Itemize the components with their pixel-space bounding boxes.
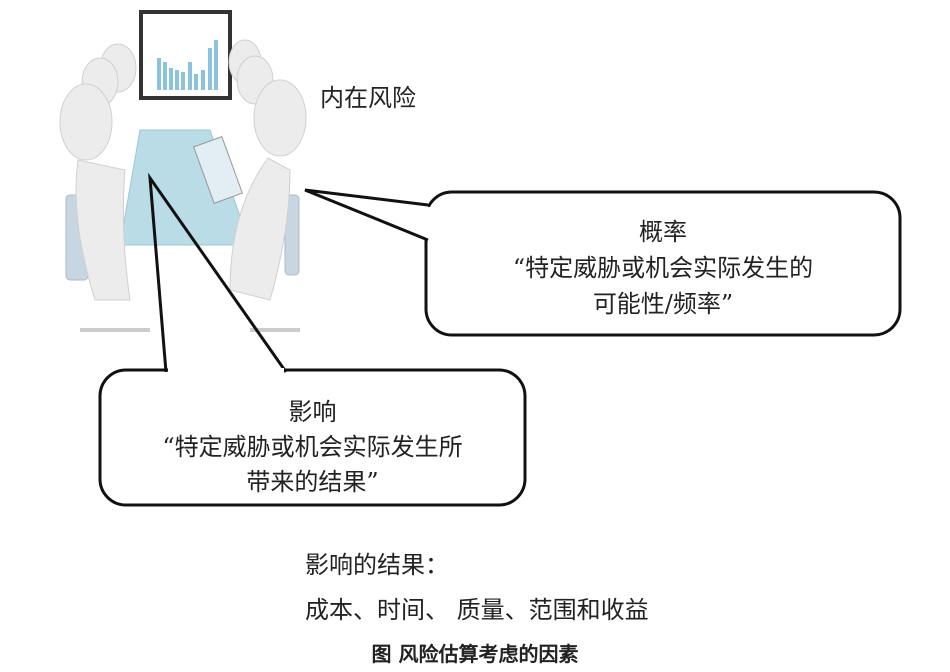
people-figures bbox=[59, 39, 307, 301]
probability-text-line1: “特定威胁或机会实际发生的 bbox=[512, 254, 814, 282]
impact-callout bbox=[98, 172, 527, 507]
probability-heading: 概率 bbox=[639, 218, 687, 246]
probability-callout bbox=[304, 188, 902, 337]
inherent-risk-label: 内在风险 bbox=[320, 84, 416, 112]
impact-results-label: 影响的结果： bbox=[305, 551, 449, 579]
figure-caption: 图 风险估算考虑的因素 bbox=[371, 642, 579, 666]
impact-heading: 影响 bbox=[288, 398, 337, 426]
presentation-screen bbox=[139, 10, 232, 100]
impact-text-line2: 带来的结果” bbox=[246, 468, 379, 496]
probability-text-line2: 可能性/频率” bbox=[592, 290, 734, 318]
impact-results-items: 成本、时间、 质量、范围和收益 bbox=[305, 596, 649, 624]
impact-text-line1: “特定威胁或机会实际发生所 bbox=[162, 433, 463, 461]
